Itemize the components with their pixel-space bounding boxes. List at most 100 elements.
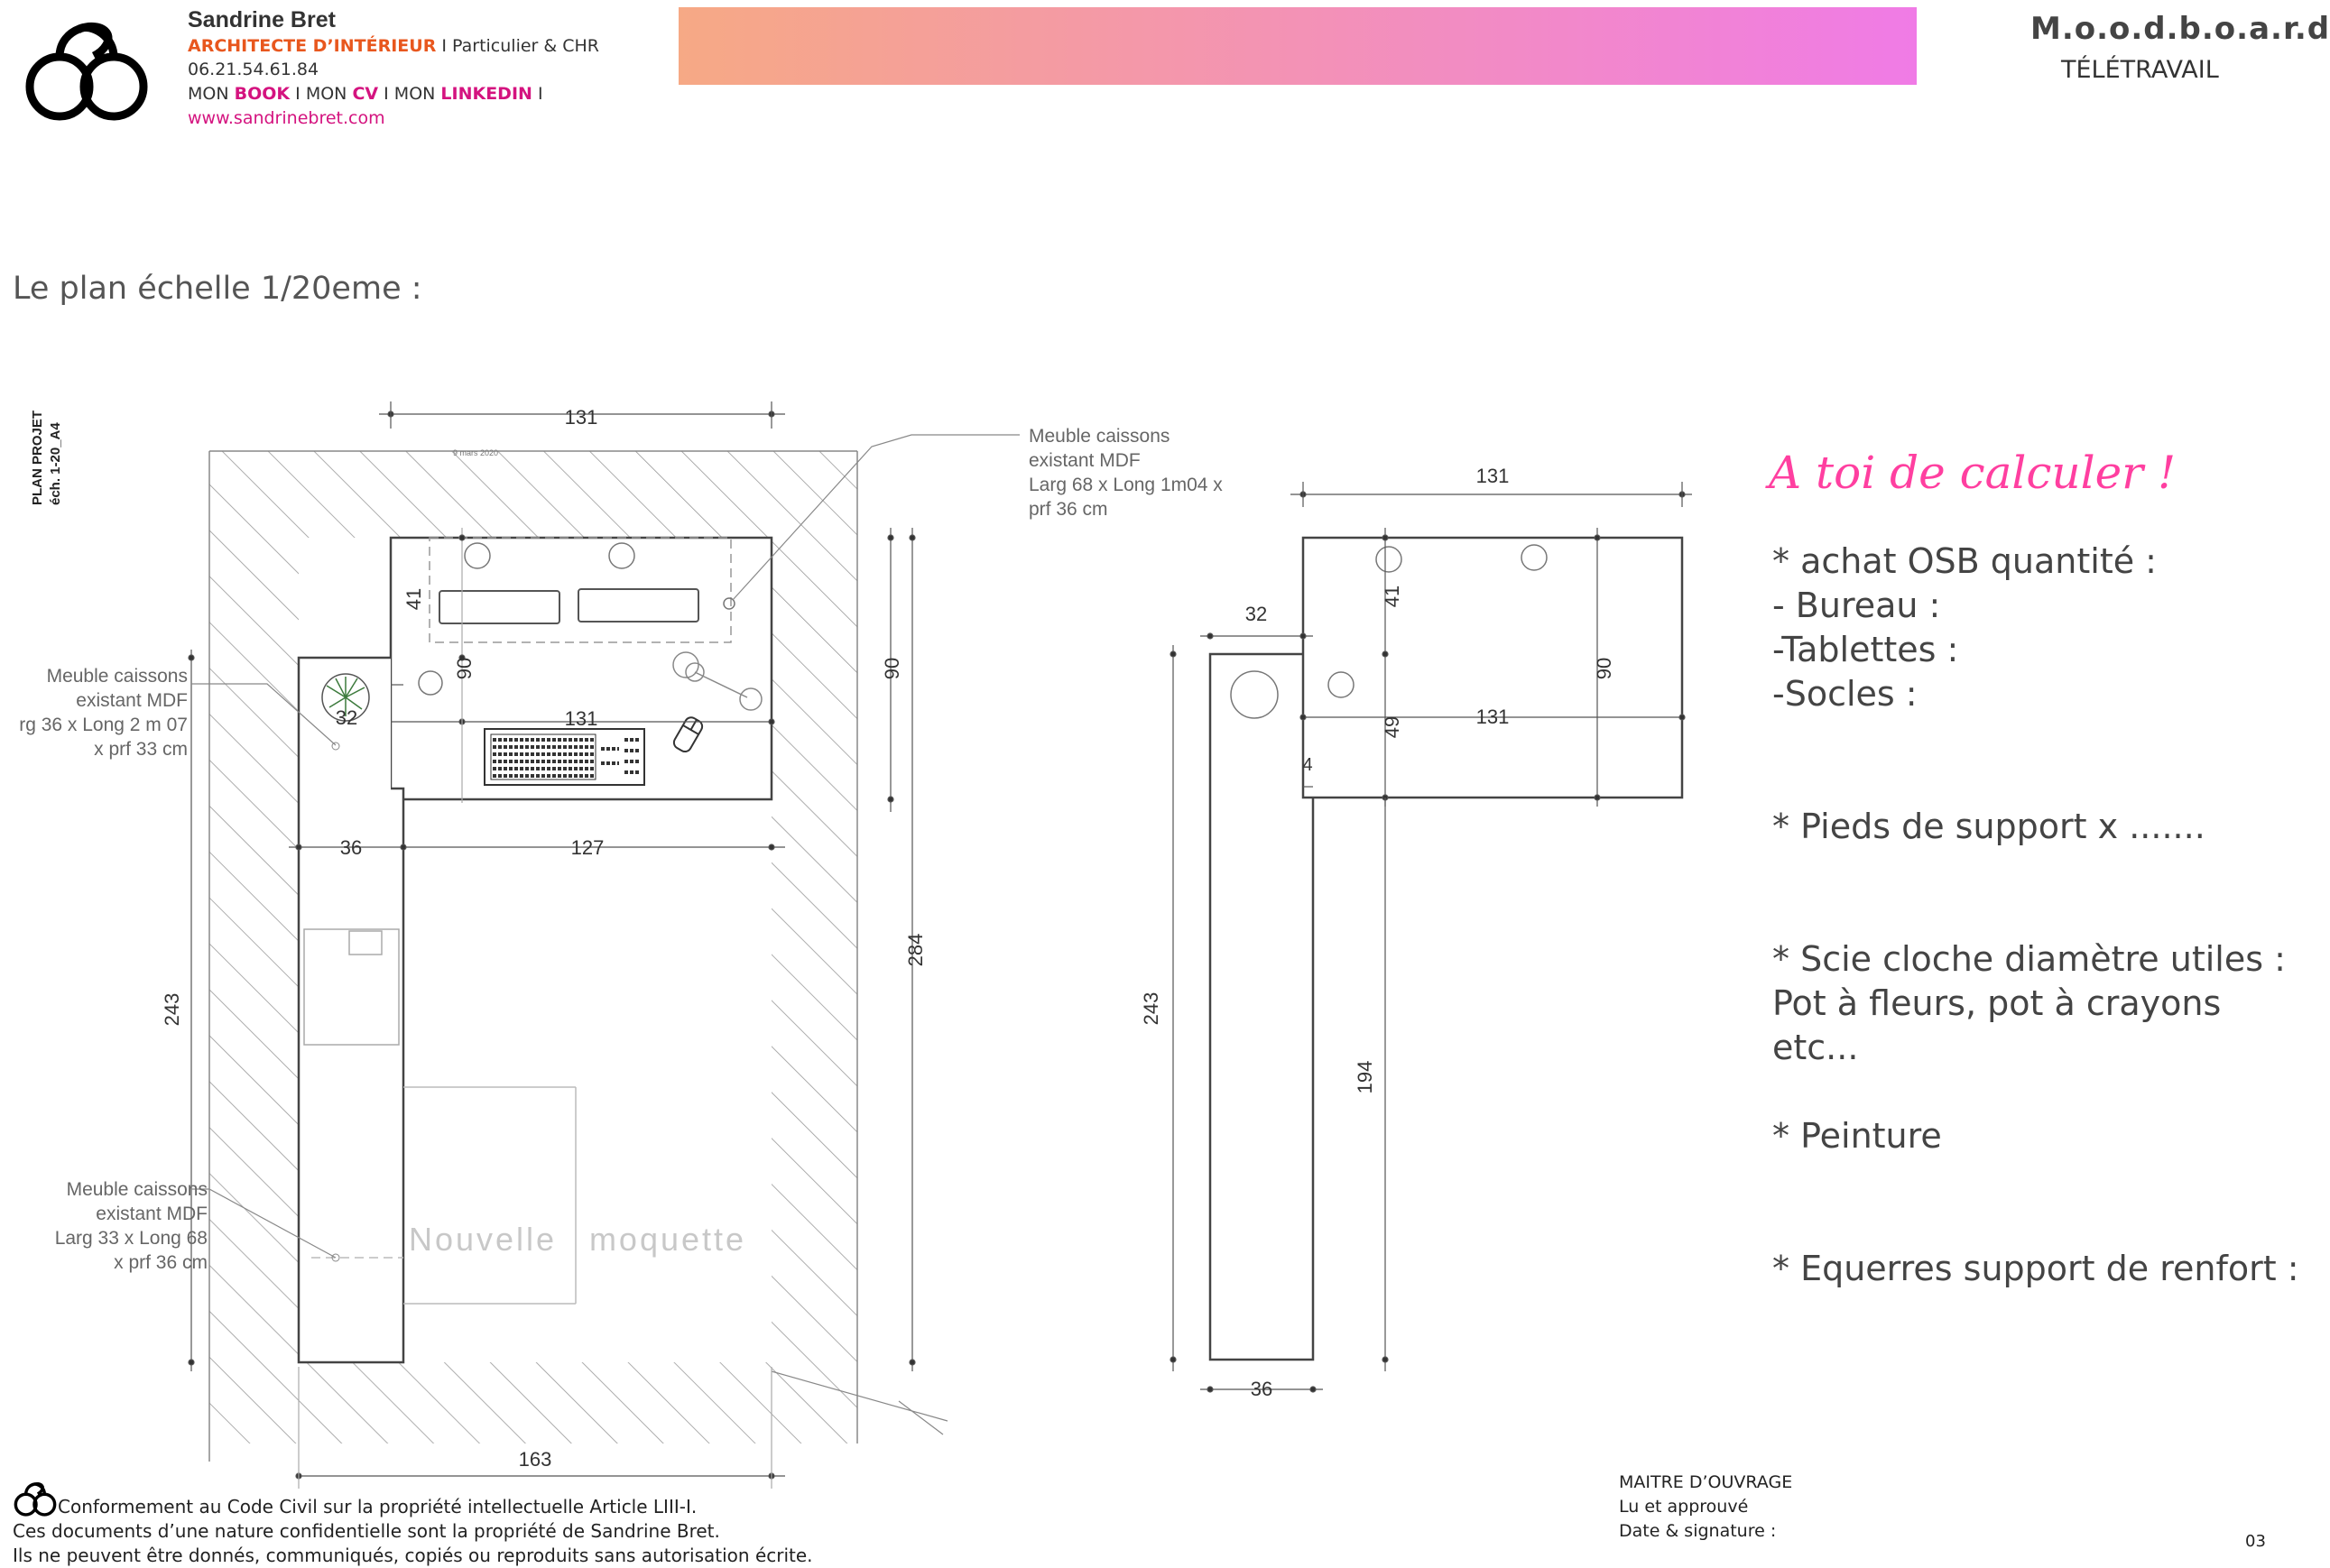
note-line: Pot à fleurs, pot à crayons etc... [1772,983,2222,1067]
designer-role: ARCHITECTE D’INTÉRIEUR I Particulier & C… [188,36,599,56]
desk-top-right [1301,536,1684,799]
plant-pot-hole [1230,670,1279,719]
phone-number: 06.21.54.61.84 [188,60,319,79]
carpet-label-1: Nouvelle [409,1221,557,1258]
carpet-outline [311,1086,577,1305]
floor-plan-left: 131 9 mars 2020 41 90 32 131 36 127 243 … [19,401,1223,1489]
cable-hole [723,597,735,610]
plan-side-label-1: PLAN PROJET [30,410,45,505]
maitre-ouvrage-title: MAITRE D’OUVRAGE [1619,1472,1793,1492]
cable-hole [331,1253,340,1262]
annotation-line: prf 36 cm [1029,499,1108,520]
floor-plan-right: 131 32 41 49 131 90 4 243 194 36 [1140,465,1692,1400]
maitre-ouvrage-signature: Date & signature : [1619,1521,1777,1541]
chair-back [348,930,383,955]
annotation-leaders [191,434,1020,1259]
dim-4: 4 [1302,755,1312,775]
dim-41: 41 [402,588,425,610]
dim-243: 243 [1140,992,1162,1026]
annotation-line: existant MDF [76,690,188,711]
designer-name: Sandrine Bret [188,7,336,32]
annotation-caisson-bottom: Meuble caissons existant MDF Larg 33 x L… [55,1179,208,1273]
role-label: ARCHITECTE D’INTÉRIEUR [188,36,437,56]
notes-group-osb: * achat OSB quantité : - Bureau : -Table… [1772,540,2157,716]
portfolio-links: MON BOOK I MON CV I MON LINKEDIN I [188,84,543,104]
footer-logo [14,1482,57,1517]
moodboard-subtitle: TÉLÉTRAVAIL [2061,56,2219,84]
plan-title: Le plan échelle 1/20eme : [13,271,422,307]
annotation-line: x prf 36 cm [114,1252,208,1273]
copyright-line-1: Conformement au Code Civil sur la propri… [58,1496,698,1517]
left-caisson-right [1208,652,1315,1361]
dim-36: 36 [1251,1378,1272,1400]
link-separator: I [537,84,543,104]
link-prefix: MON [305,84,347,104]
cable-hole [418,670,443,696]
copyright-line-3: Ils ne peuvent être donnés, communiqués,… [13,1545,813,1566]
dim-32: 32 [336,706,357,729]
link-separator: I [384,84,389,104]
screen-1 [439,590,560,624]
chair-outline [303,928,400,1046]
link-prefix: MON [393,84,436,104]
dim-131-mid: 131 [1476,706,1510,728]
left-caisson [297,656,405,1364]
cable-hole [331,742,340,751]
plant-pot [321,673,370,722]
note-line: -Socles : [1772,674,1918,714]
notes-heading: A toi de calculer ! [1769,447,2177,499]
dim-194: 194 [1354,1061,1376,1094]
note-line: * achat OSB quantité : [1772,541,2157,581]
cable-hole [1327,671,1355,698]
header-stripe-band [679,7,1917,85]
dim-243: 243 [161,993,183,1027]
annotation-caisson-top: Meuble caissons existant MDF Larg 68 x L… [1029,426,1223,520]
cv-link[interactable]: CV [352,84,379,104]
copyright-line-2: Ces documents d’une nature confidentiell… [13,1520,720,1542]
annotation-line: Larg 33 x Long 68 [55,1228,208,1249]
screen-2 [578,588,699,623]
moodboard-title: M.o.o.d.b.o.a.r.d [2030,11,2330,47]
annotation-line: existant MDF [96,1204,208,1224]
dimension-lines [188,401,948,1489]
annotation-line: x prf 33 cm [94,739,188,760]
annotation-line: Meuble caissons [47,666,188,687]
brand-logo [25,22,148,121]
note-line: * Scie cloche diamètre utiles : [1772,939,2286,979]
book-link[interactable]: BOOK [234,84,291,104]
note-line: - Bureau : [1772,586,1941,625]
linkedin-link[interactable]: LINKEDIN [440,84,532,104]
plan-date: 9 mars 2020 [453,448,498,457]
notes-group-saw: * Scie cloche diamètre utiles : Pot à fl… [1772,937,2310,1070]
carpet-label-2: moquette [589,1221,746,1258]
cable-hole [608,542,635,569]
wall-hatching [208,450,858,1462]
annotation-line: Larg 68 x Long 1m04 x [1029,475,1223,495]
annotation-line: existant MDF [1029,450,1141,471]
note-line: * Pieds de support x ....... [1772,807,2205,846]
keyboard [484,728,645,786]
dim-284: 284 [904,934,927,967]
website-link[interactable]: www.sandrinebret.com [188,108,385,128]
link-separator: I [295,84,300,104]
dim-49: 49 [1381,716,1403,738]
maitre-ouvrage-approval: Lu et approuvé [1619,1497,1749,1517]
cable-hole [1521,544,1548,571]
maitre-ouvrage-block: MAITRE D’OUVRAGE Lu et approuvé Date & s… [1619,1471,1792,1544]
plant-icon [326,677,365,716]
plan-side-label-2: éch. 1-20_A4 [48,422,63,505]
dim-top-131: 131 [565,406,598,429]
dim-127: 127 [571,836,605,859]
dim-90-right: 90 [881,658,903,679]
cable-hole [1375,546,1402,573]
note-line: -Tablettes : [1772,630,1959,669]
dim-top-131: 131 [1476,465,1510,487]
dim-90-inner: 90 [453,658,476,679]
dim-41: 41 [1381,586,1403,607]
note-line: * Peinture [1772,1116,1942,1156]
desk-lamp [672,651,763,711]
dimension-lines-right [1170,482,1692,1393]
annotation-caisson-left: Meuble caissons existant MDF rg 36 x Lon… [19,666,188,760]
note-line: * Equerres support de renfort : [1772,1249,2299,1288]
cable-hole [464,542,491,569]
